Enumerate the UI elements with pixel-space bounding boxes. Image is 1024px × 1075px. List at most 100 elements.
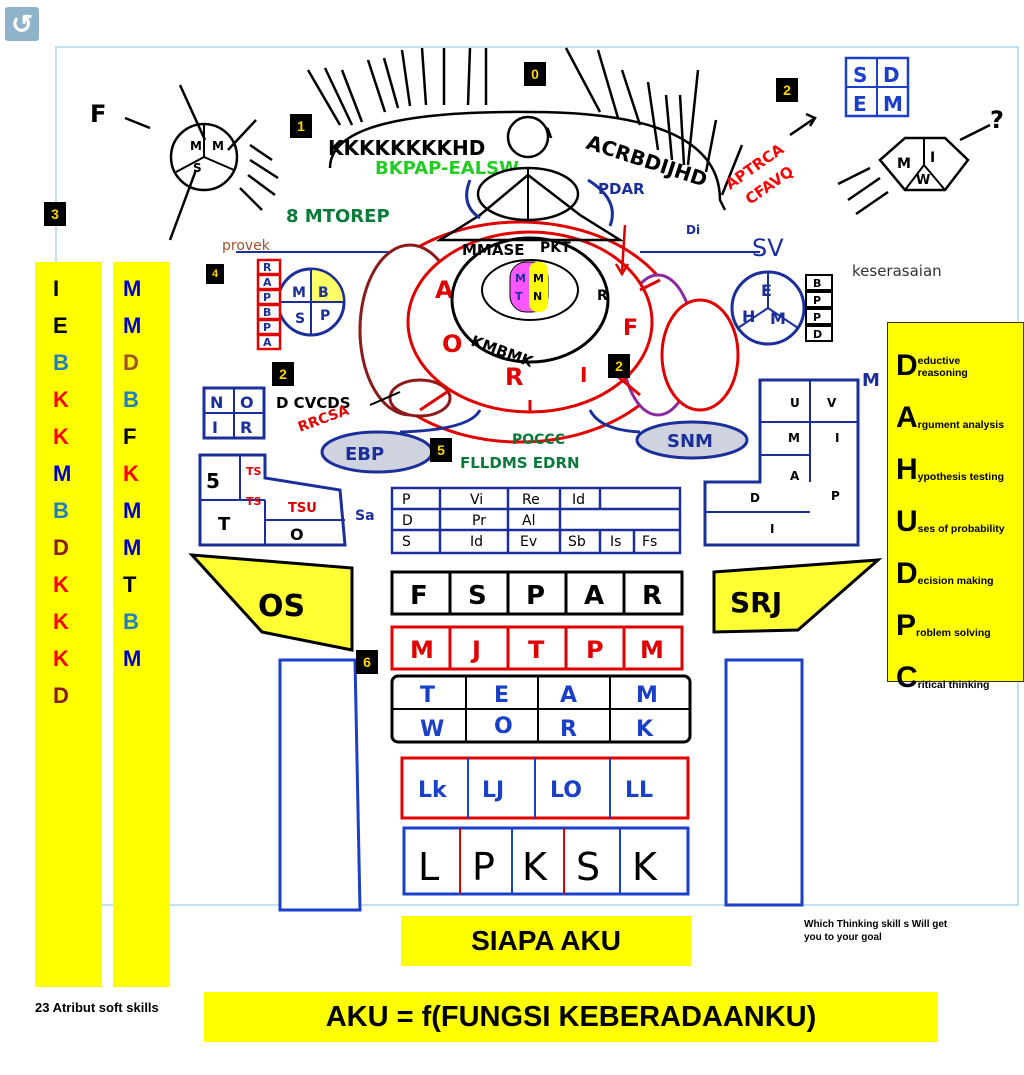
noir-r: R bbox=[240, 418, 252, 437]
mjtpm-p: P bbox=[586, 636, 604, 664]
return-button[interactable]: ↺ bbox=[5, 7, 39, 41]
row-fspar bbox=[390, 570, 684, 616]
right-panel: U V M I A P D I bbox=[703, 378, 860, 547]
tbl-r2c0: S bbox=[402, 534, 411, 550]
rp-p: P bbox=[831, 489, 840, 503]
os-label: OS bbox=[258, 589, 305, 624]
mini-wheel-left-arrows bbox=[124, 84, 279, 241]
badge-6: 6 bbox=[356, 650, 378, 674]
provek-label: provek bbox=[222, 238, 271, 254]
work-w: W bbox=[420, 717, 444, 742]
badge-4: 4 bbox=[206, 264, 224, 284]
attribute-table bbox=[390, 486, 682, 555]
brain-red-right-lobes bbox=[660, 298, 740, 412]
rp-m: M bbox=[788, 431, 800, 445]
rp-i2: I bbox=[770, 522, 774, 536]
sdem-grid: S D E M bbox=[844, 56, 910, 118]
ts-o: O bbox=[290, 525, 304, 544]
right-column-letter: B bbox=[123, 609, 139, 634]
thinking-skill-initial: P bbox=[896, 609, 917, 642]
left-column-letter: E bbox=[53, 313, 68, 338]
badge-1: 1 bbox=[290, 114, 312, 138]
bppd-p2: P bbox=[813, 311, 821, 324]
mini-wheel-right-arrows bbox=[837, 123, 991, 216]
lobe-r: R bbox=[505, 363, 523, 391]
tbl-r1c0: D bbox=[402, 513, 413, 529]
thinking-note: Which Thinking skill s Will get you to y… bbox=[804, 919, 948, 943]
left-column-letter: B bbox=[53, 498, 69, 523]
left-column-letter: K bbox=[53, 572, 69, 597]
rp-v: V bbox=[827, 396, 837, 410]
lk-ll: LL bbox=[625, 778, 653, 803]
snm-pill: SNM bbox=[635, 420, 749, 460]
core-m: M bbox=[515, 272, 526, 285]
badge-2-right: 2 bbox=[608, 354, 630, 378]
mini-wheel-right-w: W bbox=[916, 173, 930, 188]
u-turn-icon: ↺ bbox=[11, 9, 33, 39]
core-t: T bbox=[515, 290, 523, 303]
provek-wheel-b: B bbox=[318, 285, 329, 301]
thinking-skill-initial: C bbox=[896, 661, 918, 694]
tbl-r0c3: Id bbox=[572, 492, 585, 508]
mini-wheel-right: M I W bbox=[878, 136, 970, 192]
left-column-letter: K bbox=[53, 387, 69, 412]
tbl-r1c2: Al bbox=[522, 513, 535, 529]
core-n: N bbox=[533, 290, 542, 303]
rp-m-outer: M bbox=[862, 370, 880, 391]
badge-3: 3 bbox=[44, 202, 66, 226]
lobe-o: O bbox=[442, 330, 462, 358]
right-column-letter: B bbox=[123, 387, 139, 412]
fspar-r: R bbox=[642, 581, 662, 611]
lpksk-k2: K bbox=[632, 845, 658, 889]
row-mjtpm bbox=[390, 625, 684, 671]
provek-wheel-s: S bbox=[295, 311, 305, 327]
right-column-letter: F bbox=[123, 424, 137, 449]
team-e: E bbox=[494, 683, 509, 708]
mini-wheel-left: M M S bbox=[169, 122, 239, 192]
attribute-table-text: P Vi Re Id D Pr Al S Id Ev Sb Is Fs bbox=[402, 492, 657, 550]
right-column-letter: D bbox=[123, 350, 139, 375]
di-letters: Di bbox=[686, 223, 700, 237]
noir-n: N bbox=[210, 393, 223, 412]
ts-t: T bbox=[218, 514, 231, 535]
srj-label: SRJ bbox=[730, 586, 782, 619]
pkt-label: PKT bbox=[540, 240, 571, 256]
rap-a: A bbox=[263, 276, 272, 289]
tbl-r0c2: Re bbox=[522, 492, 540, 508]
sdem-e: E bbox=[853, 92, 867, 116]
sv-label: SV bbox=[752, 234, 784, 262]
tbl-r0c0: P bbox=[402, 492, 410, 508]
mini-wheel-left-s: S bbox=[193, 161, 202, 175]
rp-i: I bbox=[835, 431, 839, 445]
provek-wheel-p: P bbox=[320, 308, 330, 324]
sv-wheel-e: E bbox=[761, 281, 772, 300]
right-column-letter: M bbox=[123, 313, 142, 338]
left-column-letter: D bbox=[53, 535, 69, 560]
mtorep-letters: 8 MTOREP bbox=[286, 206, 390, 227]
left-column-letter: I bbox=[53, 276, 60, 301]
sv-wheel-m: M bbox=[770, 309, 786, 328]
badge-0: 0 bbox=[524, 62, 546, 86]
fllms-label: FLLDMS EDRN bbox=[460, 454, 580, 472]
tbl-r1c1: Pr bbox=[472, 513, 486, 529]
mjtpm-m2: M bbox=[640, 636, 664, 664]
right-column-letter: M bbox=[123, 498, 142, 523]
mini-wheel-left-m1: M bbox=[190, 139, 202, 153]
lobe-f: F bbox=[623, 316, 638, 341]
mini-wheel-left-m2: M bbox=[212, 139, 224, 153]
left-column-letter: K bbox=[53, 424, 69, 449]
lpksk-l: L bbox=[418, 845, 439, 889]
mmase-label: MMASE bbox=[462, 241, 525, 259]
left-column-letter: K bbox=[53, 609, 69, 634]
mjtpm-j: J bbox=[470, 636, 481, 664]
soft-skills-caption: 23 Atribut soft skills bbox=[35, 1000, 159, 1015]
rap-p: P bbox=[263, 291, 271, 304]
provek-wheel: M B S P bbox=[276, 267, 346, 337]
formula-banner: AKU = f(FUNGSI KEBERADAANKU) bbox=[204, 992, 938, 1042]
bppd-tabs bbox=[805, 274, 833, 342]
rap-r: R bbox=[263, 261, 272, 274]
sdem-d: D bbox=[883, 63, 900, 87]
fspar-p: P bbox=[526, 581, 545, 611]
